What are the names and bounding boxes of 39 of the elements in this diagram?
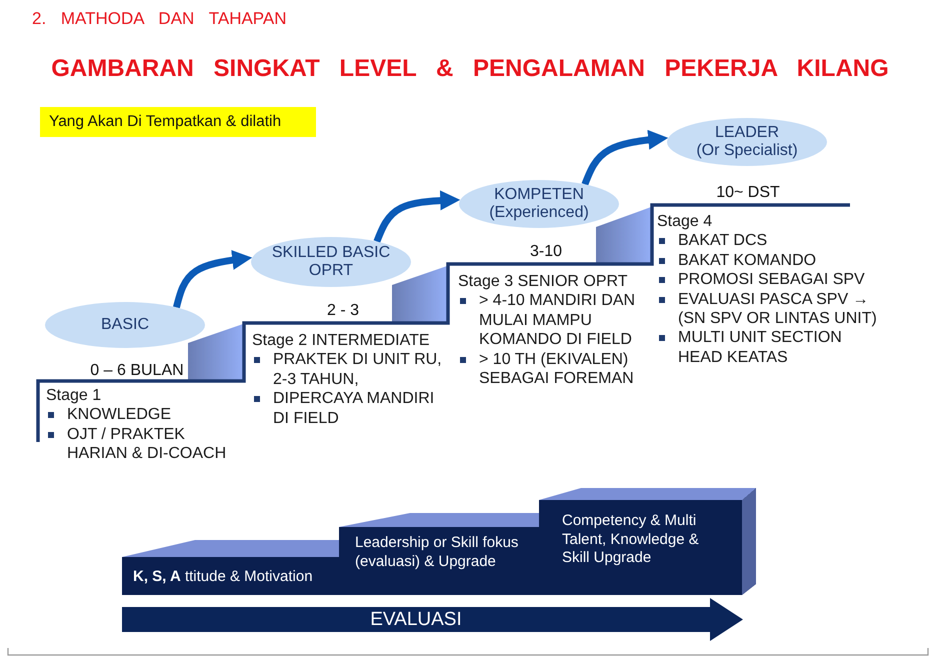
stage-heading: Stage 1 (46, 386, 102, 406)
bullet-text: PRAKTEK DI UNIT RU, 2-3 TAHUN, (273, 350, 443, 390)
level-name: SKILLED BASIC OPRT (270, 244, 392, 280)
duration-label: 3-10 (530, 242, 562, 260)
level-name: KOMPETEN (494, 186, 584, 204)
curved-arrow (374, 190, 460, 243)
bullet-text: BAKAT KOMANDO (678, 250, 816, 270)
curved-arrow (582, 130, 669, 186)
level-subtitle: (Or Specialist) (696, 142, 798, 160)
block-text: K, S, A ttitude & Motivation (133, 568, 313, 586)
section-heading: 2. MATHODA DAN TAHAPAN (32, 9, 287, 29)
duration-label: 0 – 6 BULAN (90, 360, 184, 380)
bullet-text: DIPERCAYA MANDIRI DI FIELD (273, 389, 436, 428)
bullet-text: PROMOSI SEBAGAI SPV (678, 270, 865, 290)
block-text: Leadership or Skill fokus (evaluasi) & Upgrade (355, 534, 520, 571)
bullet-text: > 4-10 MANDIRI DAN MULAI MAMPU KOMANDO DI FIELD (479, 291, 636, 350)
arrow-label: EVALUASI (370, 608, 462, 630)
stage-heading: Stage 3 SENIOR OPRT (458, 272, 628, 292)
page-title: GAMBARAN SINGKAT LEVEL & PENGALAMAN PEKERJA KILANG (51, 55, 889, 83)
evaluation-arrow (122, 598, 743, 641)
bullet-text: MULTI UNIT SECTION HEAD KEATAS (678, 328, 843, 368)
highlight-banner (40, 107, 316, 137)
block-text: Competency & Multi Talent, Knowledge & Skill Upgrade (562, 512, 700, 568)
bullet-text: BAKAT DCS (678, 231, 768, 251)
step-block (122, 540, 339, 595)
curved-arrow (173, 250, 253, 308)
step-block (539, 488, 756, 595)
level-name: BASIC (100, 316, 149, 334)
level-subtitle: (Experienced) (489, 204, 589, 222)
bullet-text: OJT / PRAKTEK HARIAN & DI-COACH (67, 424, 228, 464)
level-name: LEADER (714, 124, 780, 142)
stage-heading: Stage 4 (657, 212, 712, 232)
bullet-text: KNOWLEDGE (67, 405, 172, 425)
duration-label: 2 - 3 (326, 300, 359, 320)
duration-label: 10~ DST (716, 182, 780, 202)
stage-heading: Stage 2 INTERMEDIATE (252, 331, 430, 350)
banner-text: Yang Akan Di Tempatkan & dilatih (49, 113, 282, 131)
bullet-text: EVALUASI PASCA SPV → (SN SPV OR LINTAS UNIT) (678, 290, 878, 328)
bullet-text: > 10 TH (EKIVALEN) SEBAGAI FOREMAN (479, 350, 635, 388)
